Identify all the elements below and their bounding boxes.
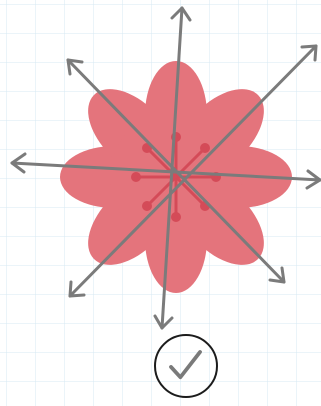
flower-center — [133, 134, 220, 221]
check-button[interactable] — [154, 334, 218, 398]
check-icon — [156, 336, 216, 396]
